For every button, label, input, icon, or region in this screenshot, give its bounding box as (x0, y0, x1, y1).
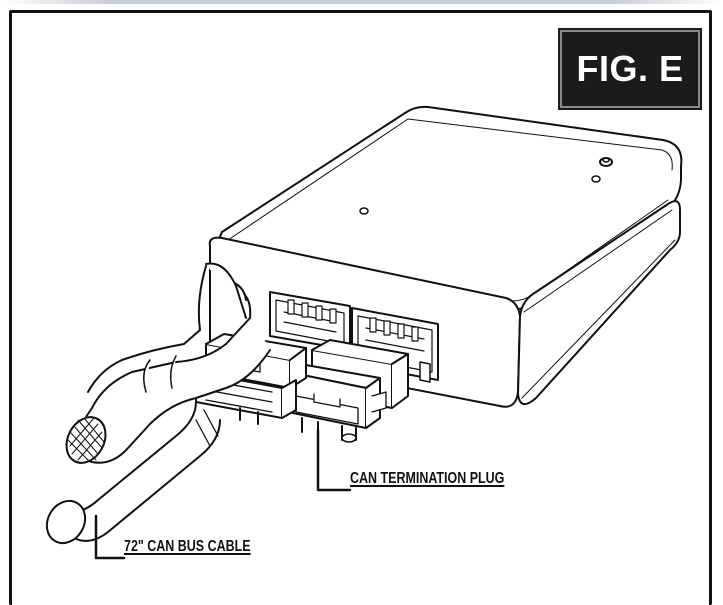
termination-plug (287, 339, 409, 443)
module-side-face (517, 200, 681, 405)
cable-braid-end (65, 416, 107, 464)
main-cable (71, 262, 271, 464)
top-center-hole (359, 207, 369, 215)
termination-plug-label: CAN TERMINATION PLUG (350, 470, 505, 487)
cable-leader (94, 514, 126, 560)
port-left (269, 291, 351, 351)
termination-leader (316, 428, 352, 492)
cable-label: 72" CAN BUS CABLE (124, 538, 251, 555)
figure-label: FIG. E (560, 30, 700, 108)
top-accent-bar (0, 0, 723, 4)
top-led-hole (591, 175, 601, 183)
lower-cable (45, 401, 221, 545)
